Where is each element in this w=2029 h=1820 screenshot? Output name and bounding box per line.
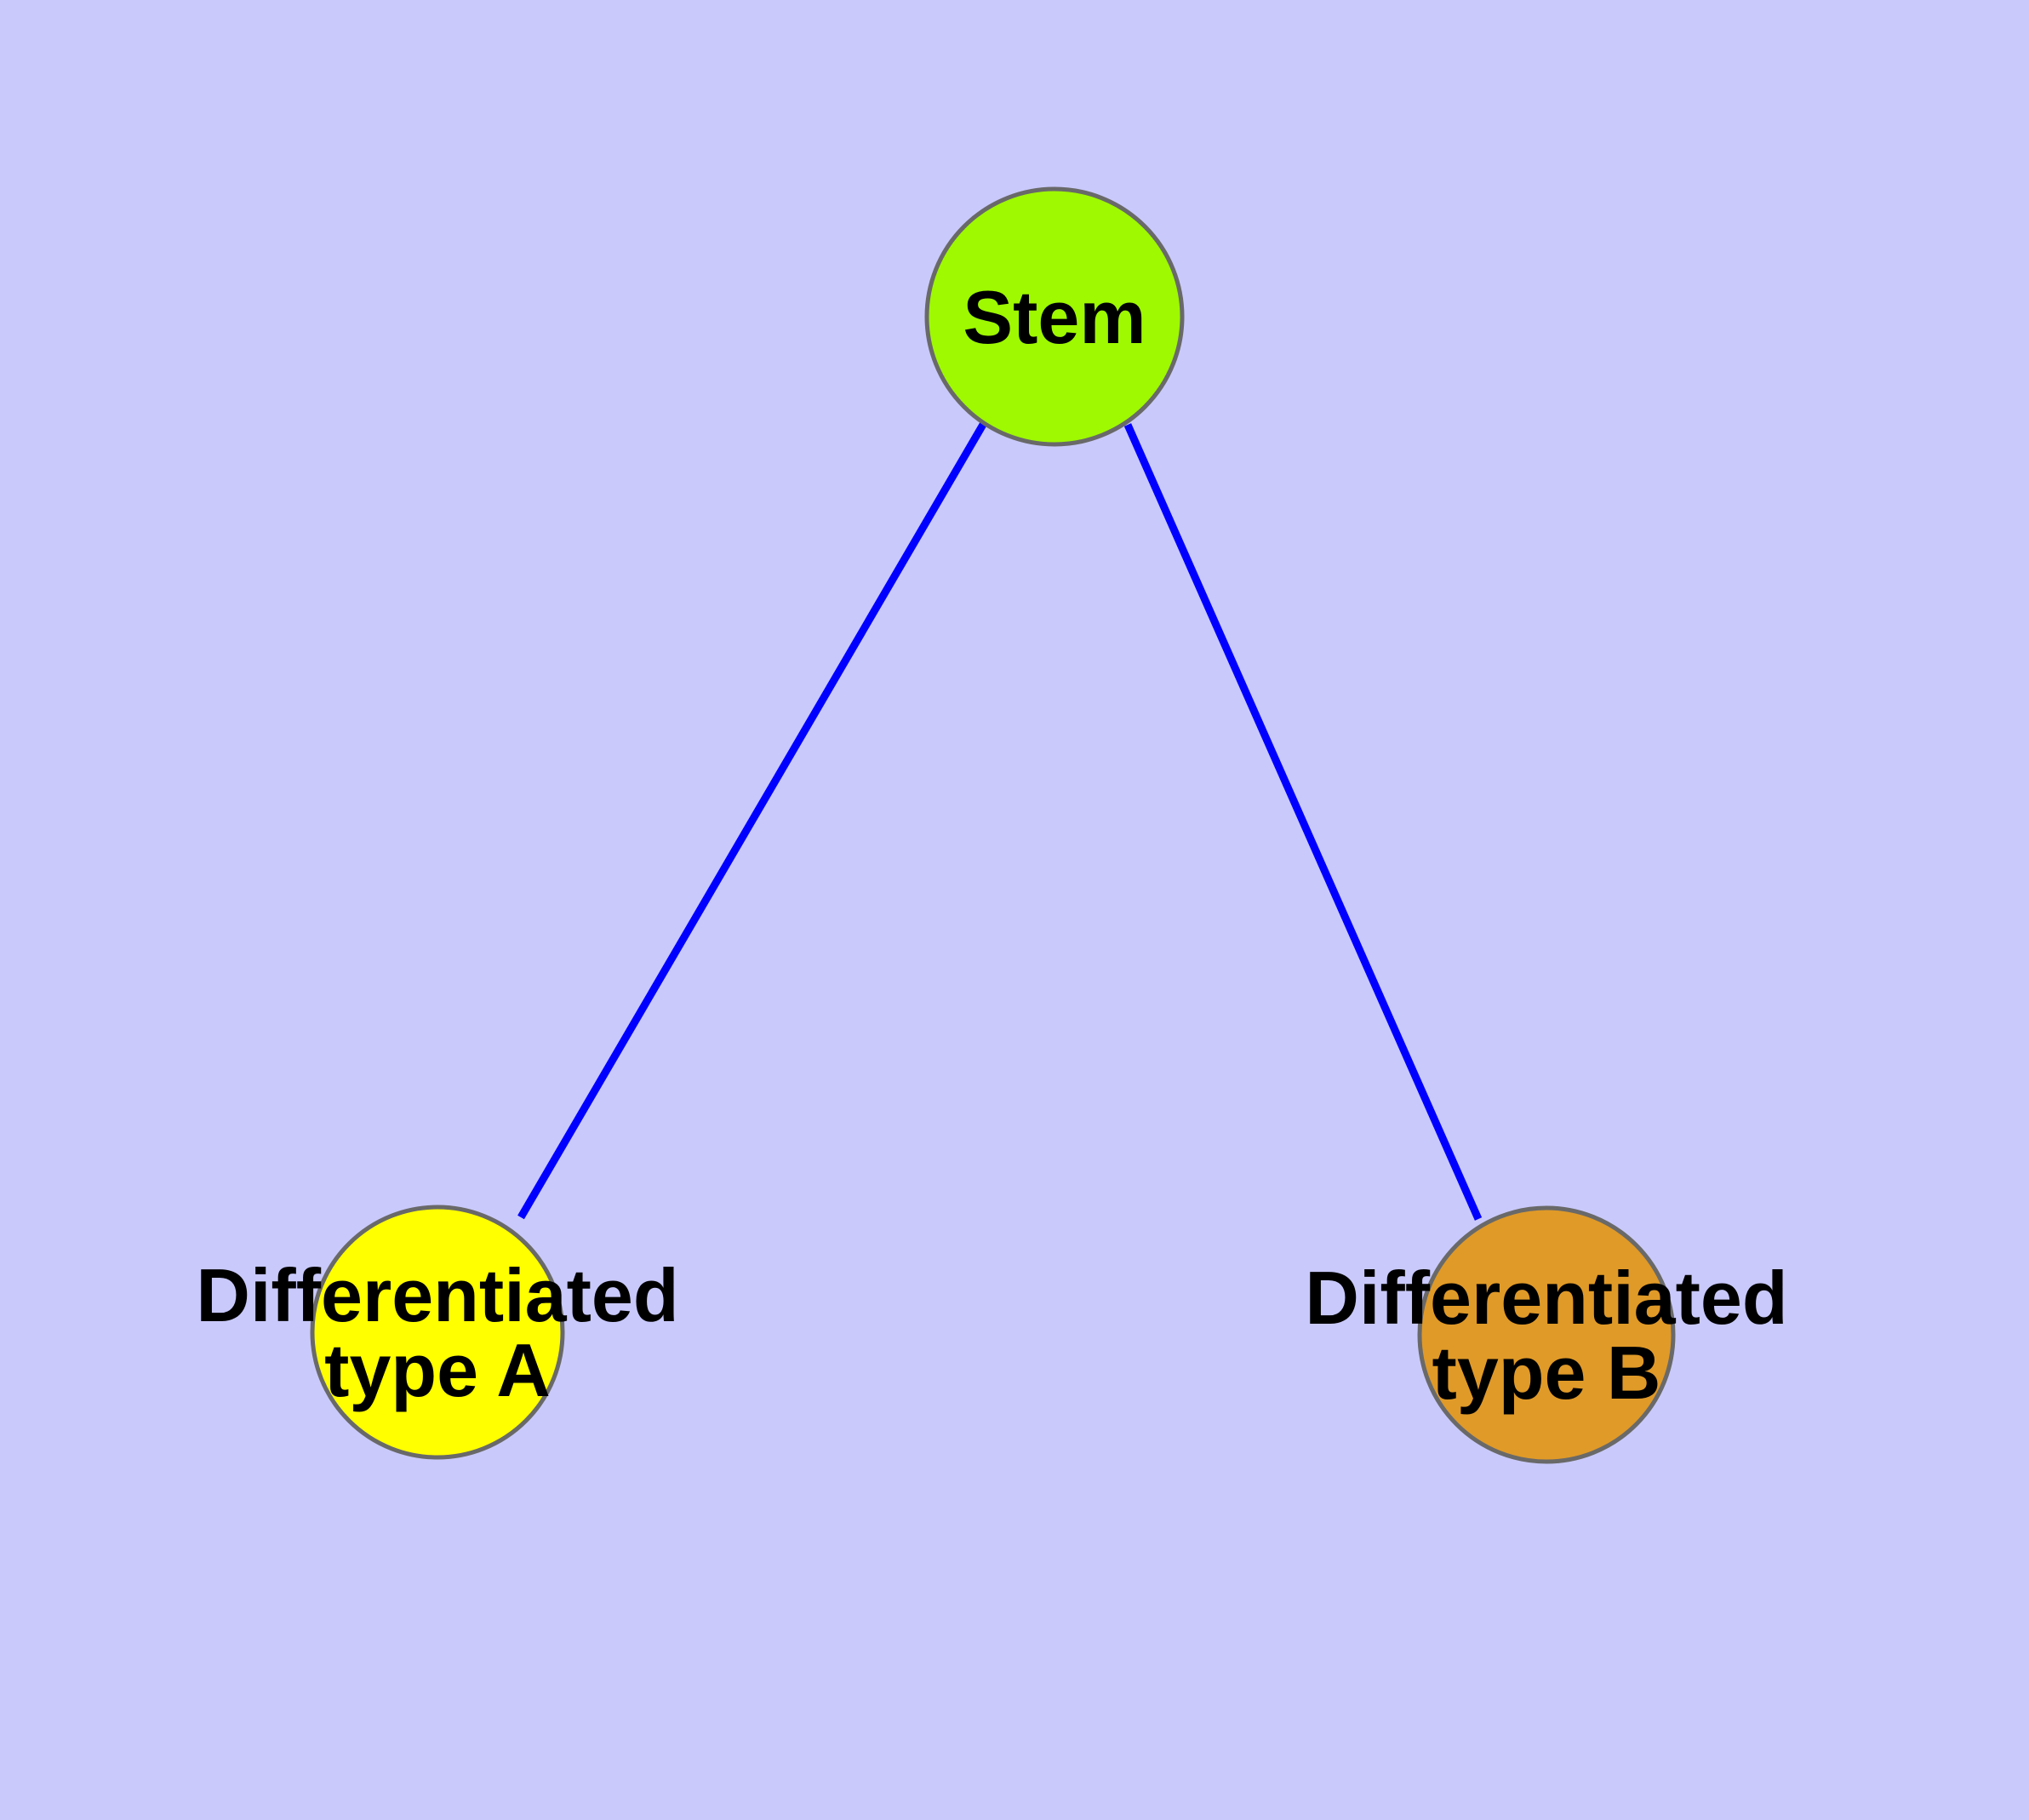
node-label-line: Differentiated xyxy=(1305,1256,1787,1340)
node-label-line: type A xyxy=(324,1328,551,1412)
node-differentiated-type-b-circle[interactable] xyxy=(1417,1205,1676,1464)
edge-stem-to-differentiated-type-b xyxy=(1123,423,1483,1221)
node-stem[interactable]: Stem xyxy=(924,186,1185,447)
node-differentiated-type-a-circle[interactable] xyxy=(310,1205,565,1460)
node-stem-label: Stem xyxy=(963,275,1146,359)
node-stem-circle[interactable] xyxy=(924,186,1185,447)
node-label-line: Stem xyxy=(963,275,1146,359)
node-label-line: type B xyxy=(1432,1331,1661,1415)
edges-layer xyxy=(517,421,1483,1221)
edge-stem-to-differentiated-type-a xyxy=(517,421,987,1220)
node-label-line: Differentiated xyxy=(196,1253,678,1337)
